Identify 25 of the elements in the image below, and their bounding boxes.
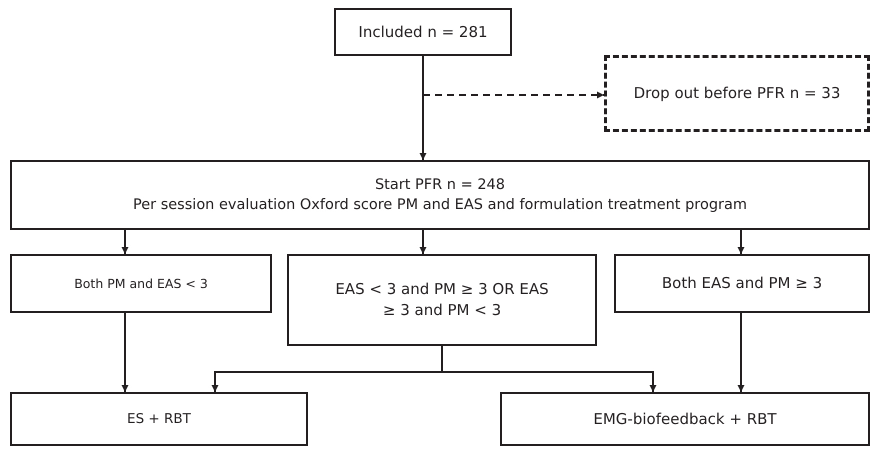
arrow — [441, 346, 656, 392]
node-text: Both EAS and PM ≥ 3 — [662, 273, 822, 294]
node-text: EAS < 3 and PM ≥ 3 OR EAS ≥ 3 and PM < 3 — [334, 279, 550, 321]
node-text: Drop out before PFR n = 33 — [634, 83, 840, 104]
node-text: ES + RBT — [127, 410, 191, 428]
dashed-box — [604, 55, 870, 132]
arrow — [420, 56, 426, 160]
node-text: Included n = 281 — [358, 22, 488, 42]
arrow — [122, 230, 128, 254]
process-box — [10, 160, 870, 230]
process-box — [500, 392, 870, 446]
node-text: EMG-biofeedback + RBT — [593, 408, 777, 430]
process-box — [10, 254, 272, 313]
arrow — [738, 230, 744, 254]
arrow — [420, 230, 426, 254]
process-box — [334, 8, 512, 56]
process-box — [287, 254, 597, 346]
arrow — [738, 313, 744, 392]
node-text: Per session evaluation Oxford score PM and EAS and formulation treatment program — [132, 196, 747, 215]
node-text: Start PFR n = 248 — [374, 176, 506, 195]
dashed-arrow — [423, 92, 604, 98]
arrow — [122, 313, 128, 392]
process-box — [614, 254, 870, 313]
process-box — [10, 392, 308, 446]
node-text: Both PM and EAS < 3 — [74, 274, 208, 292]
